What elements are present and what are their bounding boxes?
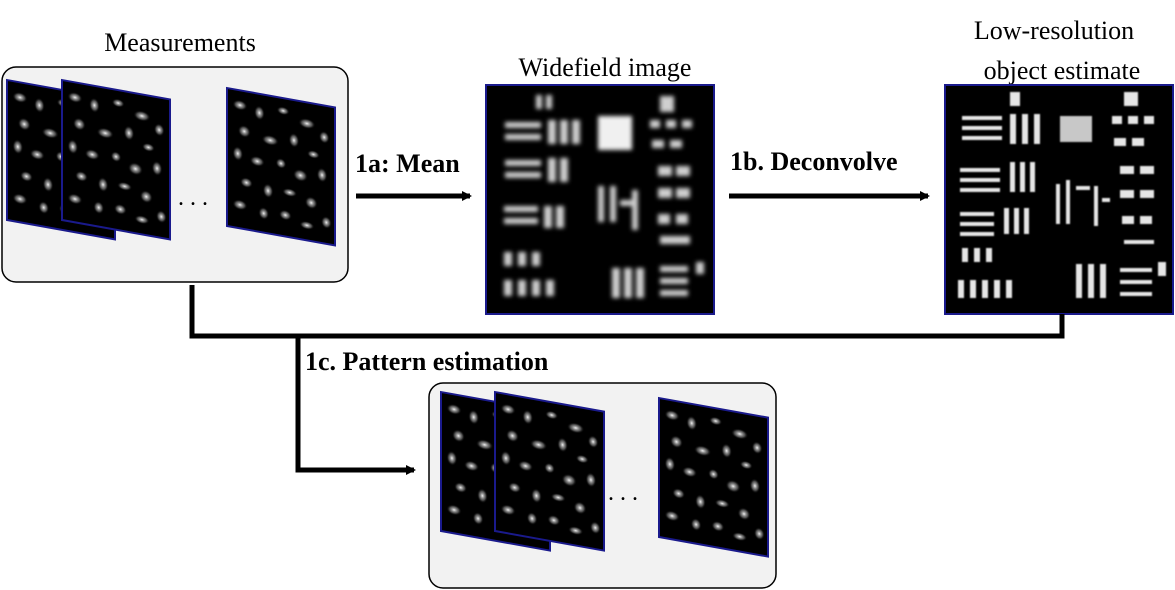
pattern-frame-2 <box>494 390 605 552</box>
measurement-frame-n <box>226 86 336 247</box>
measurements-label: Measurements <box>104 28 256 57</box>
pattern-frame-n <box>658 396 769 558</box>
step-deconvolve-label: 1b. Deconvolve <box>730 147 898 176</box>
step-mean-label: 1a: Mean <box>355 149 460 178</box>
pattern-ellipsis: . . . <box>608 480 638 506</box>
measurements-ellipsis: . . . <box>178 185 208 211</box>
arrow-pattern <box>295 336 416 475</box>
connector-bus <box>189 285 1065 339</box>
lowres-estimate-image <box>944 84 1174 315</box>
widefield-image <box>485 84 715 315</box>
measurement-frame-2 <box>61 78 171 241</box>
lowres-label-line2: object estimate <box>983 56 1141 85</box>
lowres-label-line1: Low-resolution <box>973 16 1135 45</box>
step-pattern-label: 1c. Pattern estimation <box>305 347 549 376</box>
widefield-label: Widefield image <box>518 53 692 82</box>
